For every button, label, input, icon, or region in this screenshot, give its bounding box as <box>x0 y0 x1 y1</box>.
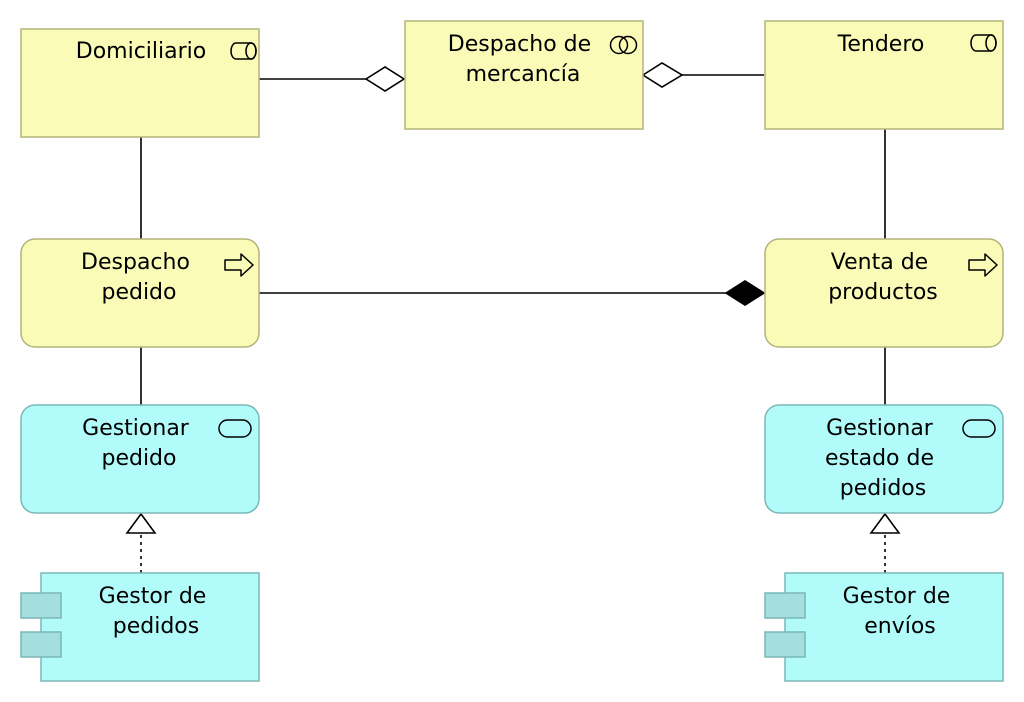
node-gestionar-pedido[interactable]: Gestionar pedido <box>20 404 260 514</box>
composition-diamond <box>724 280 766 306</box>
business-role-icon <box>230 42 257 60</box>
node-domiciliario-label: Domiciliario <box>76 39 206 64</box>
relation-domiciliario-despacho-mercancia[interactable] <box>259 66 406 92</box>
relation-gestor-pedidos-gestionar-pedido[interactable] <box>125 512 157 573</box>
application-component-icon <box>764 592 806 658</box>
node-gestor-envios[interactable]: Gestor de envíos <box>764 572 1004 682</box>
node-gestionar-estado[interactable]: Gestionar estado de pedidos <box>764 404 1004 514</box>
node-gestor-envios-label: Gestor de envíos <box>843 584 958 639</box>
node-tendero-label: Tendero <box>837 32 925 57</box>
aggregation-diamond <box>364 66 406 92</box>
business-collaboration-icon <box>609 35 638 55</box>
business-role-icon <box>970 34 997 52</box>
node-venta-productos-box <box>764 238 1004 348</box>
application-component-icon <box>20 592 62 658</box>
node-gestionar-estado-label: Gestionar estado de pedidos <box>825 416 941 501</box>
aggregation-diamond <box>641 62 684 88</box>
application-service-icon <box>962 419 996 438</box>
relation-despacho-pedido-venta-productos[interactable] <box>259 280 766 306</box>
node-gestor-pedidos-box <box>40 572 260 682</box>
node-domiciliario[interactable]: Domiciliario <box>20 28 260 138</box>
relation-gestor-envios-gestionar-estado[interactable] <box>869 512 901 573</box>
node-despacho-mercancia-box <box>404 20 644 130</box>
node-despacho-pedido-box <box>20 238 260 348</box>
business-process-icon <box>224 253 254 277</box>
realization-arrowhead <box>869 512 901 534</box>
node-gestionar-pedido-label: Gestionar pedido <box>82 416 196 471</box>
relation-tendero-despacho-mercancia[interactable] <box>641 62 764 88</box>
node-tendero[interactable]: Tendero <box>764 20 1004 130</box>
node-gestor-envios-box <box>784 572 1004 682</box>
node-gestor-pedidos[interactable]: Gestor de pedidos <box>20 572 260 682</box>
node-domiciliario-box <box>20 28 260 138</box>
node-despacho-mercancia[interactable]: Despacho de mercancía <box>404 20 644 130</box>
relations <box>125 62 901 573</box>
node-gestionar-estado-box <box>764 404 1004 514</box>
node-tendero-box <box>764 20 1004 130</box>
node-venta-productos[interactable]: Venta de productos <box>764 238 1004 348</box>
node-despacho-pedido[interactable]: Despacho pedido <box>20 238 260 348</box>
node-despacho-pedido-label: Despacho pedido <box>81 250 197 305</box>
application-service-icon <box>218 419 252 438</box>
node-gestor-pedidos-label: Gestor de pedidos <box>99 584 214 639</box>
node-despacho-mercancia-label: Despacho de mercancía <box>448 32 598 87</box>
business-process-icon <box>968 253 998 277</box>
node-gestionar-pedido-box <box>20 404 260 514</box>
realization-arrowhead <box>125 512 157 534</box>
node-venta-productos-label: Venta de productos <box>828 250 938 305</box>
